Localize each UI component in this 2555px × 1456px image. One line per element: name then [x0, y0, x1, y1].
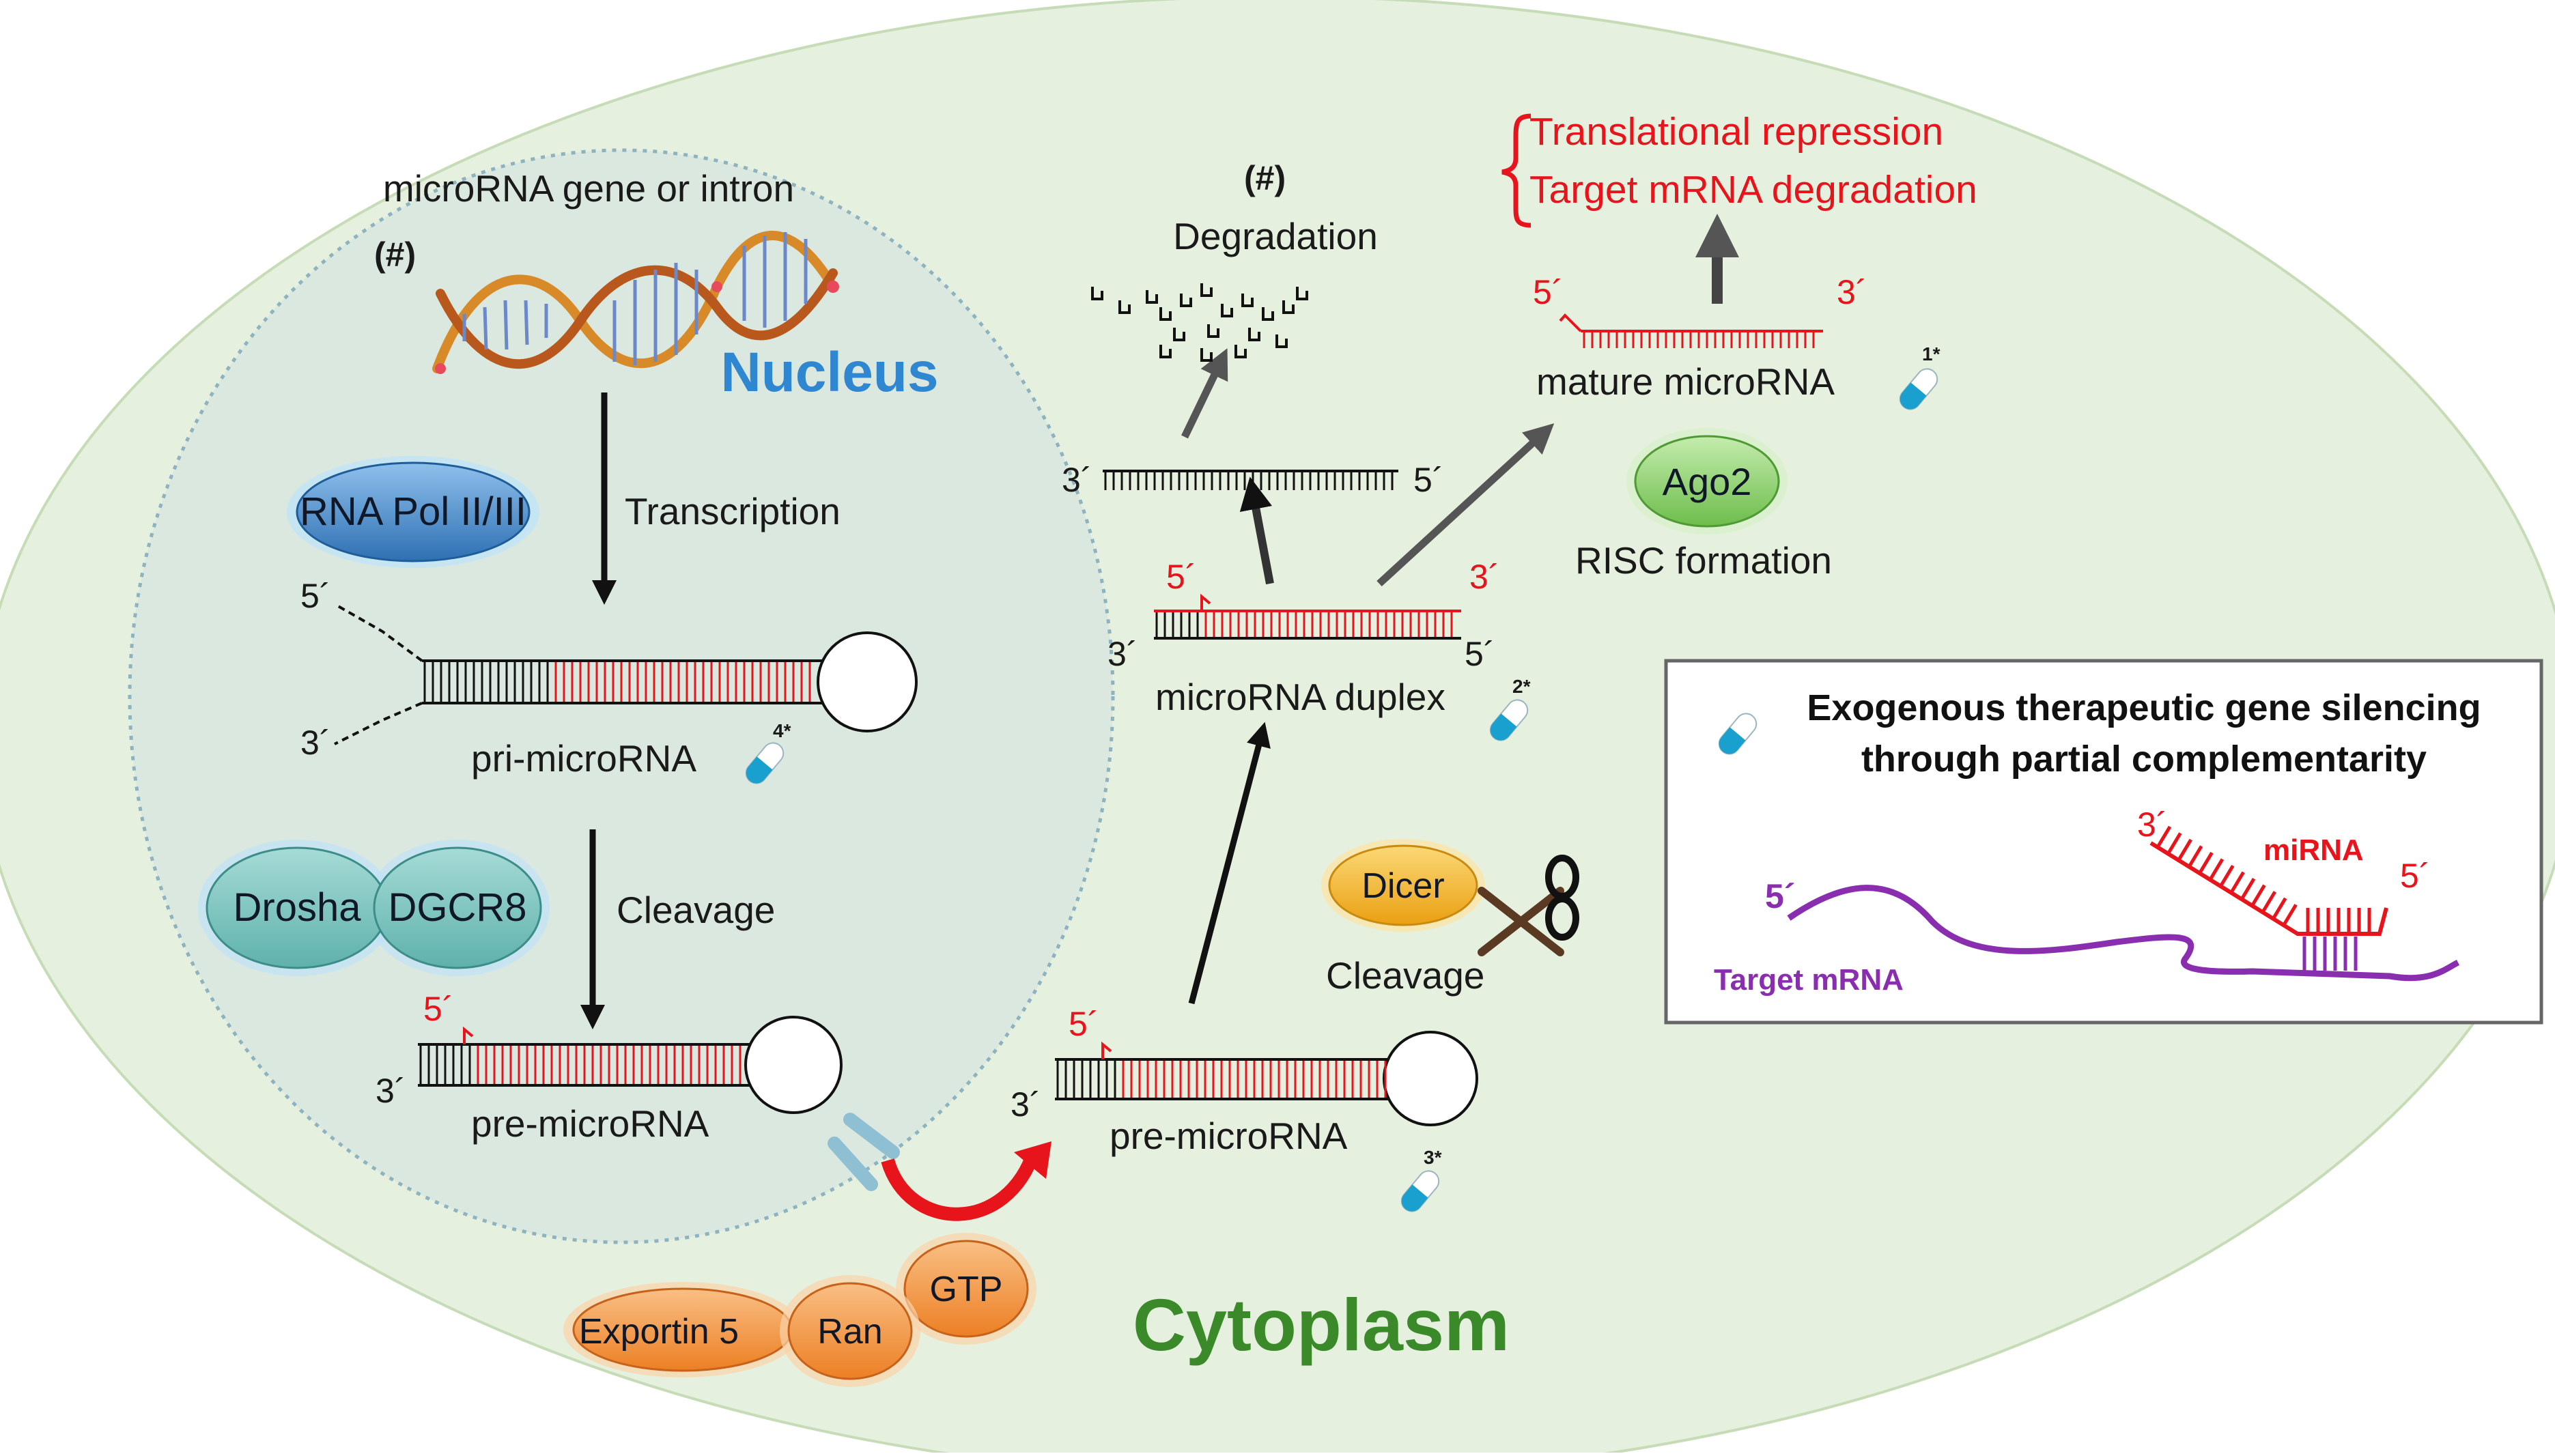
pre-nucleus-3prime: 3´: [376, 1072, 406, 1110]
rna-pol-label: RNA Pol II/III: [300, 489, 526, 534]
cleavage-label-cytoplasm: Cleavage: [1326, 954, 1484, 997]
scissors-icon: [1478, 855, 1579, 956]
duplex-5prime-red: 5´: [1166, 558, 1196, 596]
dicing-arrow: [1188, 722, 1271, 1005]
box-title-line1: Exogenous therapeutic gene silencing: [1807, 687, 2481, 728]
exportin5-ran-gtp: Exportin 5 Ran GTP: [563, 1233, 1036, 1387]
target-mrna-strand: [1787, 885, 2460, 982]
gtp-label: GTP: [930, 1270, 1003, 1309]
pre-cyto-superscript: 3*: [1424, 1147, 1442, 1168]
box-pairing-bars: [2302, 937, 2358, 971]
passenger-3prime: 3´: [1062, 461, 1092, 499]
mature-superscript: 1*: [1922, 343, 1940, 365]
drosha-label: Drosha: [234, 885, 362, 930]
box-target-5prime: 5´: [1765, 877, 1795, 915]
pri-5prime: 5´: [300, 577, 330, 615]
effect-target-degradation: Target mRNA degradation: [1529, 168, 1977, 212]
passenger-arrow: [1239, 476, 1274, 585]
ago2-label: Ago2: [1663, 460, 1752, 503]
pre-microrna-cytoplasm-label: pre-microRNA: [1110, 1115, 1348, 1157]
risc-loading-arrow: [1377, 423, 1555, 587]
duplex-label: microRNA duplex: [1155, 676, 1445, 718]
hash-note-nucleus: (#): [374, 235, 416, 274]
therapeutic-silencing-box: Exogenous therapeutic gene silencing thr…: [1664, 659, 2543, 1025]
box-mirna-label: miRNA: [2263, 833, 2364, 867]
duplex-3prime: 3´: [1107, 635, 1138, 673]
passenger-5prime: 5´: [1413, 461, 1443, 499]
cleavage-label-nucleus: Cleavage: [617, 889, 775, 931]
effect-translational-repression: Translational repression: [1529, 110, 1943, 154]
gene-label: microRNA gene or intron: [383, 167, 794, 210]
pre-microrna-nucleus-hairpin: [418, 1016, 843, 1114]
dicer-label: Dicer: [1361, 866, 1444, 906]
microrna-duplex: [1154, 593, 1461, 640]
nuclear-pore: [828, 1113, 900, 1191]
box-mirna-3prime: 3´: [2137, 805, 2167, 844]
ran-label: Ran: [817, 1312, 882, 1352]
box-target-label: Target mRNA: [1714, 963, 1904, 997]
pri-superscript: 4*: [773, 720, 791, 741]
cytoplasm-label: Cytoplasm: [1133, 1283, 1510, 1366]
mature-label: mature microRNA: [1536, 360, 1835, 403]
dgcr8-label: DGCR8: [388, 885, 526, 930]
transcription-label: Transcription: [625, 490, 841, 532]
pre-cyto-5prime: 5´: [1069, 1005, 1099, 1043]
effects-brace: [1501, 113, 1531, 228]
ago2: Ago2: [1626, 428, 1788, 534]
pre-cyto-3prime: 3´: [1011, 1085, 1041, 1124]
pri-microrna-label: pri-microRNA: [471, 737, 696, 780]
pri-3prime: 3´: [300, 724, 330, 762]
risc-formation-label: RISC formation: [1575, 539, 1832, 582]
mature-3prime: 3´: [1837, 273, 1867, 311]
pre-microrna-cytoplasm-hairpin: [1055, 1031, 1478, 1126]
export-arrow-head: [1014, 1141, 1051, 1179]
dna-double-helix: [432, 231, 839, 374]
mature-microrna: [1559, 313, 1823, 348]
exportin-label: Exportin 5: [579, 1312, 739, 1352]
degradation-arrow: [1181, 348, 1228, 439]
hash-note-degradation: (#): [1244, 159, 1286, 197]
mature-5prime: 5´: [1533, 273, 1563, 311]
dicer: Dicer: [1321, 839, 1485, 932]
rna-pol-ii-iii: RNA Pol II/III: [287, 456, 539, 568]
pre-nucleus-5prime: 5´: [423, 990, 453, 1028]
degradation-label: Degradation: [1173, 215, 1378, 257]
degraded-fragments: [1091, 283, 1308, 362]
duplex-superscript: 2*: [1512, 676, 1531, 697]
passenger-strand: [1103, 470, 1398, 490]
pri-microrna-hairpin: [334, 603, 918, 745]
pre-microrna-nucleus-label: pre-microRNA: [471, 1102, 709, 1145]
drosha-dgcr8-complex: Drosha DGCR8: [198, 840, 550, 976]
box-mirna-5prime: 5´: [2400, 857, 2430, 895]
nucleus-label: Nucleus: [721, 341, 939, 403]
duplex-5prime: 5´: [1465, 635, 1495, 673]
box-title-line2: through partial complementarity: [1861, 739, 2427, 780]
export-arrow: [881, 1147, 1041, 1221]
duplex-3prime-red: 3´: [1469, 558, 1499, 596]
